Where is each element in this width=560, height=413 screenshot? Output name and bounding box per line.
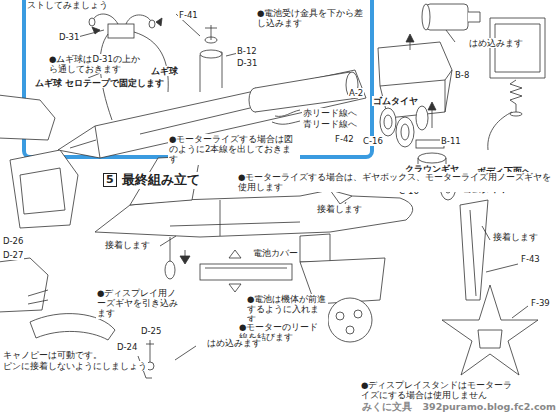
section-number: 5	[106, 173, 114, 186]
part-label: 接着します	[316, 204, 363, 214]
part-label: ●電池受け金具を下から差し込みます	[256, 8, 370, 28]
section-number-box: 5	[103, 173, 117, 187]
part-label: B-12	[236, 46, 258, 56]
section-title: 最終組み立て	[120, 172, 202, 189]
leader-lines	[160, 202, 490, 246]
part-label: 赤リード線へ	[302, 108, 358, 118]
part-label: はめ込みます	[468, 38, 524, 48]
part-label: ピンに接着しないようにしましょう	[2, 361, 148, 371]
part-label: F-39	[530, 298, 551, 308]
part-label: B-8	[454, 70, 470, 80]
part-label: D-31	[236, 58, 258, 68]
part-label: F-43	[520, 254, 541, 264]
part-label: ●ムギ球はD-31の上から通しておきます	[48, 54, 142, 74]
part-label: ●電池は機体が前進するように入れます	[246, 294, 328, 325]
part-label: D-24	[116, 342, 138, 352]
display-stand	[442, 200, 538, 375]
part-label: A-2	[348, 88, 364, 98]
part-label: ムギ球 セロテープで固定します	[34, 78, 165, 88]
part-label: ●ディスプレイ用ノーズギヤを引き込みます	[96, 288, 186, 319]
part-label: ●モーターライズする場合は、ギヤボックス、モーターライズ用ノーズギヤを使用します	[237, 172, 557, 192]
part-label: ストしてみましょう	[26, 0, 109, 10]
part-label: D-25	[140, 326, 162, 336]
small-parts	[138, 340, 196, 378]
part-label: キャノピーは可動です。	[2, 350, 103, 360]
part-label: ●ディスプレイスタンドはモーターライズにする場合は使用しません	[360, 380, 522, 400]
part-label: F-42	[334, 134, 355, 144]
part-label: 接着します	[492, 232, 539, 242]
watermark: みくに文具 392puramo.blog.fc2.com	[361, 401, 557, 412]
part-label: B-11	[440, 136, 462, 146]
part-label: D-26	[2, 236, 24, 246]
part-label: C-16	[362, 136, 384, 146]
part-label: ゴムタイヤ	[372, 96, 419, 106]
part-label: ●モーターライズする場合は図のように2本線を出しておきます	[168, 134, 300, 165]
part-label: D-31	[58, 32, 80, 42]
part-label: F-41	[178, 10, 199, 20]
part-label: D-27	[2, 250, 24, 260]
part-label: はめ込みます	[206, 338, 262, 348]
part-label: 接着します	[104, 240, 151, 250]
part-label: ムギ球	[150, 66, 179, 76]
part-label: 青リード線へ	[302, 119, 358, 129]
part-label: 電池カバー	[252, 248, 299, 258]
